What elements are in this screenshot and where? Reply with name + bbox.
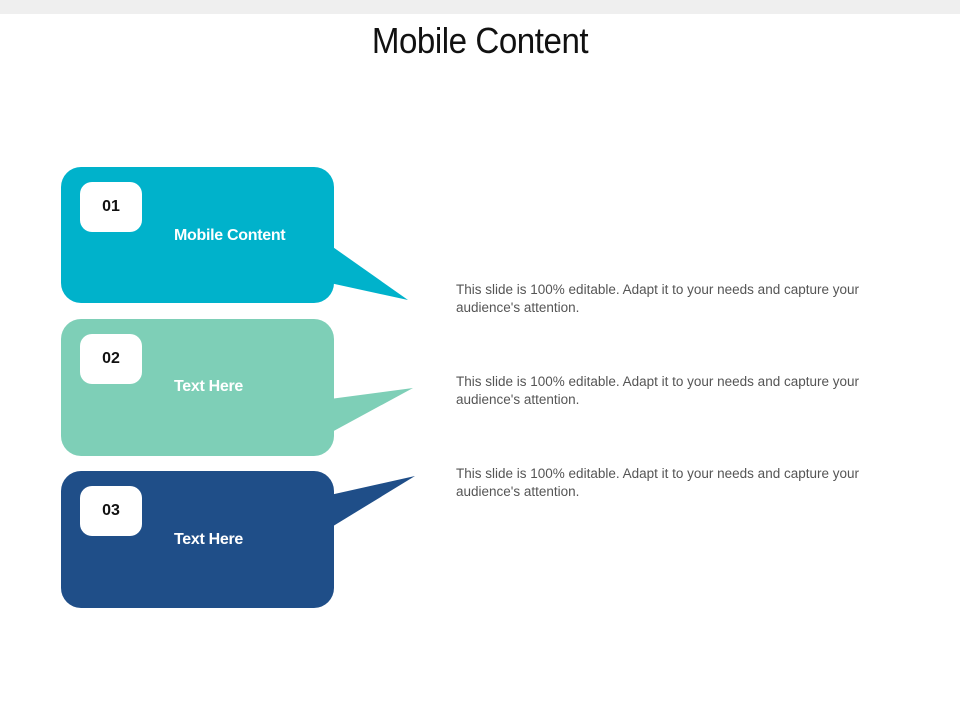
bubble-label-3: Text Here <box>174 531 244 548</box>
description-3: This slide is 100% editable. Adapt it to… <box>456 466 859 499</box>
slide-title: Mobile Content <box>371 20 589 61</box>
number-badge-2: 02 <box>80 334 142 384</box>
description-2: This slide is 100% editable. Adapt it to… <box>456 374 859 407</box>
description-1: This slide is 100% editable. Adapt it to… <box>456 282 859 315</box>
bubble-label-2: Text Here <box>174 378 244 395</box>
number-badge-3: 03 <box>80 486 142 536</box>
number-badge-1: 01 <box>80 182 142 232</box>
top-bar <box>0 0 960 14</box>
bubble-label-1: Mobile Content <box>174 227 286 244</box>
